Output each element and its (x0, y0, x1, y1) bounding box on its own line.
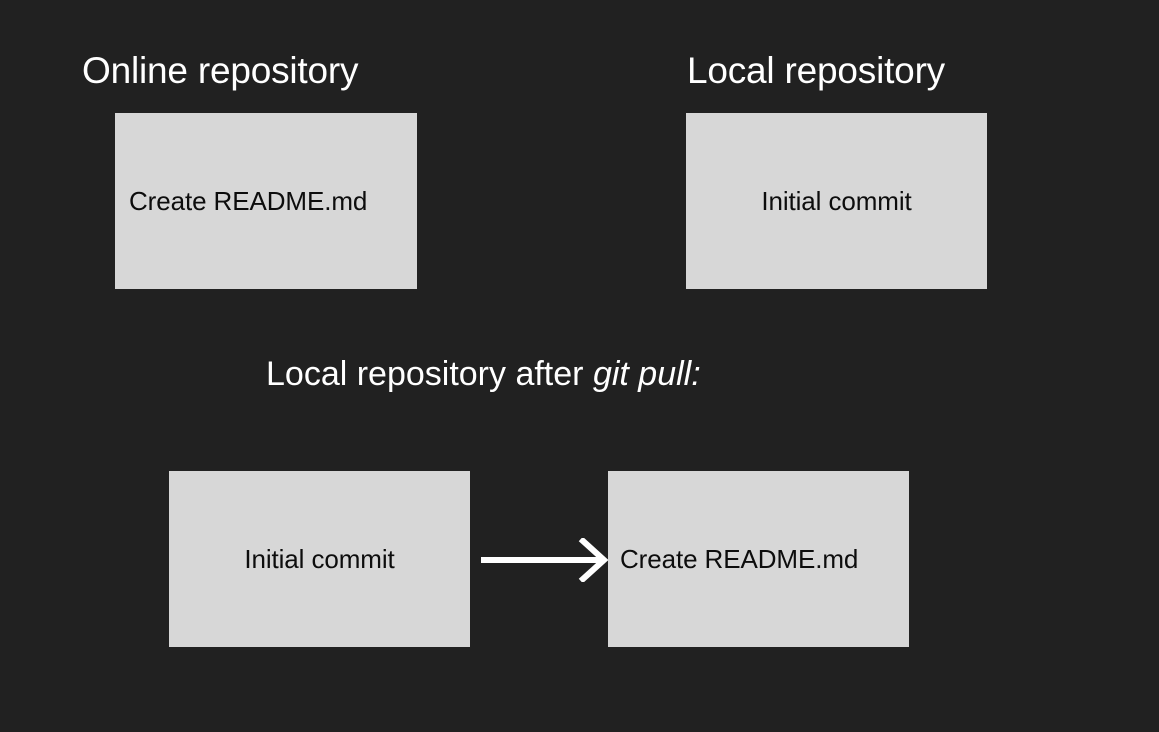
caption-prefix: Local repository after (266, 355, 593, 393)
commit-label: Create README.md (129, 186, 368, 216)
pulled-commit-box-readme: Create README.md (608, 471, 909, 647)
online-repository-commit-box: Create README.md (115, 113, 417, 289)
caption-command: git pull: (592, 355, 701, 393)
after-git-pull-caption: Local repository after git pull: (266, 357, 701, 391)
local-repository-commit-box: Initial commit (686, 113, 987, 289)
right-arrow-icon (478, 538, 610, 582)
commit-label: Initial commit (244, 544, 395, 574)
local-repository-title: Local repository (687, 50, 945, 91)
right-arrow-svg (481, 538, 609, 582)
commit-label: Create README.md (620, 544, 859, 574)
commit-label: Initial commit (761, 186, 912, 216)
online-repository-title: Online repository (82, 50, 359, 91)
pulled-commit-box-initial: Initial commit (169, 471, 470, 647)
